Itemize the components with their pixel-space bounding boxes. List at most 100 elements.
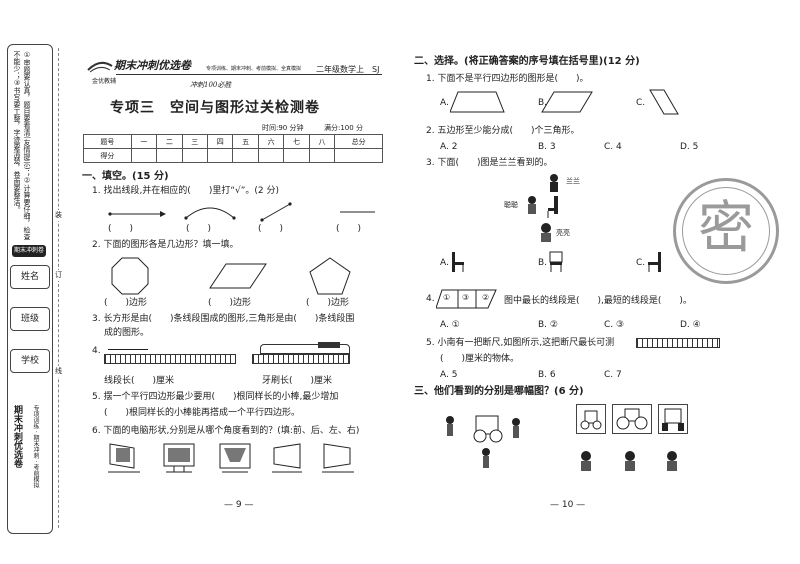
header-rule: [116, 74, 382, 75]
r-q3-chair-options: [452, 251, 661, 272]
r-q5-opt-c[interactable]: C. 7: [604, 370, 622, 380]
score-input[interactable]: [334, 148, 383, 163]
r-q1-opt-a[interactable]: A.: [440, 98, 449, 108]
tractor-view-3[interactable]: [658, 404, 688, 434]
r-q4-figure: [436, 289, 497, 309]
score-input[interactable]: [181, 148, 209, 163]
score-cell: 题号: [83, 134, 132, 149]
score-cell: 二: [156, 134, 183, 149]
r-q3-opt-c[interactable]: C.: [636, 258, 646, 268]
monitor-view-5: [322, 443, 354, 473]
r-q2-opt-a[interactable]: A. 2: [440, 142, 458, 152]
name-lanlan: 兰兰: [566, 177, 580, 185]
chair-view-c-icon: [648, 252, 661, 272]
r-q3-text: 3. 下面( )图是兰兰看到的。: [426, 158, 553, 168]
child-front-icon: [482, 448, 490, 468]
score-input[interactable]: [130, 148, 158, 163]
r-q1-opt-b[interactable]: B.: [538, 98, 548, 108]
tractor-view-1[interactable]: [576, 404, 606, 434]
q1-answer-2[interactable]: ( ): [186, 224, 212, 234]
header-publisher: 金优教辅: [92, 78, 117, 85]
score-input[interactable]: [308, 148, 336, 163]
score-cell: 六: [257, 134, 285, 149]
full-score: 满分:100 分: [324, 124, 363, 132]
score-cell: 七: [283, 134, 310, 149]
r-q1-opt-c[interactable]: C.: [636, 98, 646, 108]
child-left-icon: [446, 416, 454, 436]
q4-number: 4.: [92, 346, 101, 356]
q1-answer-4[interactable]: ( ): [336, 224, 362, 234]
q6-monitor-figures: [108, 443, 354, 473]
q2-answer-2[interactable]: ( )边形: [208, 298, 252, 308]
r-q2-opt-d[interactable]: D. 5: [680, 142, 699, 152]
q4-answer-toothbrush[interactable]: 牙刷长( )厘米: [262, 376, 333, 386]
school-field[interactable]: 学校: [10, 349, 50, 373]
secret-stamp: 密: [673, 178, 779, 284]
r-q4-label-3: ③: [462, 293, 470, 302]
q3-text-line1: 3. 长方形是由( )条线段围成的图形,三角形是由( )条线段围: [92, 314, 355, 324]
child-photographer-3-icon: [667, 451, 677, 471]
name-field[interactable]: 姓名: [10, 265, 50, 289]
parallelogram-shape: [209, 263, 267, 289]
r-q5-opt-a[interactable]: A. 5: [440, 370, 458, 380]
r-q4-opt-c[interactable]: C. ③: [604, 320, 625, 330]
r-q4-label-1: ①: [443, 293, 451, 302]
r-q3-opt-b[interactable]: B.: [538, 258, 548, 268]
r-q1-text: 1. 下面不是平行四边形的图形是( )。: [426, 74, 589, 84]
name-congcong: 聪聪: [504, 201, 518, 209]
r-q4-opt-b[interactable]: B. ②: [538, 320, 558, 330]
score-cell: 三: [181, 134, 209, 149]
class-field[interactable]: 班级: [10, 307, 50, 331]
q1-answer-3[interactable]: ( ): [258, 224, 284, 234]
toothbrush-head: [318, 342, 340, 348]
score-input[interactable]: [207, 148, 234, 163]
score-input[interactable]: [257, 148, 285, 163]
score-header-row: 题号 一 二 三 四 五 六 七 八 总分: [83, 134, 383, 149]
tractor-icon: [473, 415, 503, 443]
q2-answer-3[interactable]: ( )边形: [306, 298, 350, 308]
r-q4-opt-d[interactable]: D. ④: [680, 320, 701, 330]
parallelogram-c-shape: [649, 89, 679, 115]
header-tagline: 专项训练、期末冲刺、考前模拟、全真模拟: [206, 66, 302, 72]
score-input[interactable]: [232, 148, 259, 163]
score-cell: 总分: [334, 134, 383, 149]
score-table: 题号 一 二 三 四 五 六 七 八 总分 得分: [83, 134, 383, 163]
margin-mark-3: 线: [55, 366, 62, 377]
r-q3-opt-a[interactable]: A.: [440, 258, 449, 268]
monitor-view-1: [108, 443, 140, 473]
page-number-right: — 10 —: [550, 500, 586, 510]
margin-mark-2: 订: [55, 270, 62, 281]
r-q5-opt-b[interactable]: B. 6: [538, 370, 556, 380]
r-q2-opt-b[interactable]: B. 3: [538, 142, 556, 152]
score-input[interactable]: [156, 148, 183, 163]
monitor-view-4: [272, 443, 302, 473]
q2-answer-1[interactable]: ( )边形: [104, 298, 148, 308]
grade-label: 二年级数学上 SJ: [316, 65, 380, 74]
time-limit: 时间:90 分钟: [262, 124, 304, 132]
r-s3-children: [581, 451, 677, 471]
child-right-icon: [512, 418, 520, 438]
score-cell: 四: [207, 134, 234, 149]
r-q2-opt-c[interactable]: C. 4: [604, 142, 622, 152]
r-q4-number: 4.: [426, 294, 435, 304]
pentagon-shape: [309, 257, 351, 295]
tractor-view-2[interactable]: [612, 404, 652, 434]
score-cell: 得分: [83, 148, 132, 163]
margin-mark-1: 装: [55, 210, 62, 221]
q1-answer-1[interactable]: ( ): [108, 224, 134, 234]
sidebar-brand: 期末冲刺卷: [12, 245, 46, 257]
q4-answer-segment[interactable]: 线段长( )厘米: [104, 376, 175, 386]
chair-view-a-icon: [452, 252, 464, 272]
ruler-right: [252, 354, 350, 364]
broken-ruler: [636, 338, 720, 348]
score-value-row: 得分: [83, 148, 383, 163]
r-q4-opt-a[interactable]: A. ①: [440, 320, 460, 330]
header-motto: 冲刺100必胜: [190, 81, 232, 89]
r-q4-label-2: ②: [482, 293, 490, 302]
binding-strip: ①审题要认真，题目要看清(友情提示)；②计算要仔细，检查不能少；③书写要工整，字…: [7, 44, 53, 534]
child-liangliang-icon: [541, 223, 551, 242]
parallelogram-b-shape: [541, 91, 593, 113]
page-number-left: — 9 —: [224, 500, 254, 510]
child-photographer-1-icon: [581, 451, 591, 471]
score-input[interactable]: [283, 148, 310, 163]
